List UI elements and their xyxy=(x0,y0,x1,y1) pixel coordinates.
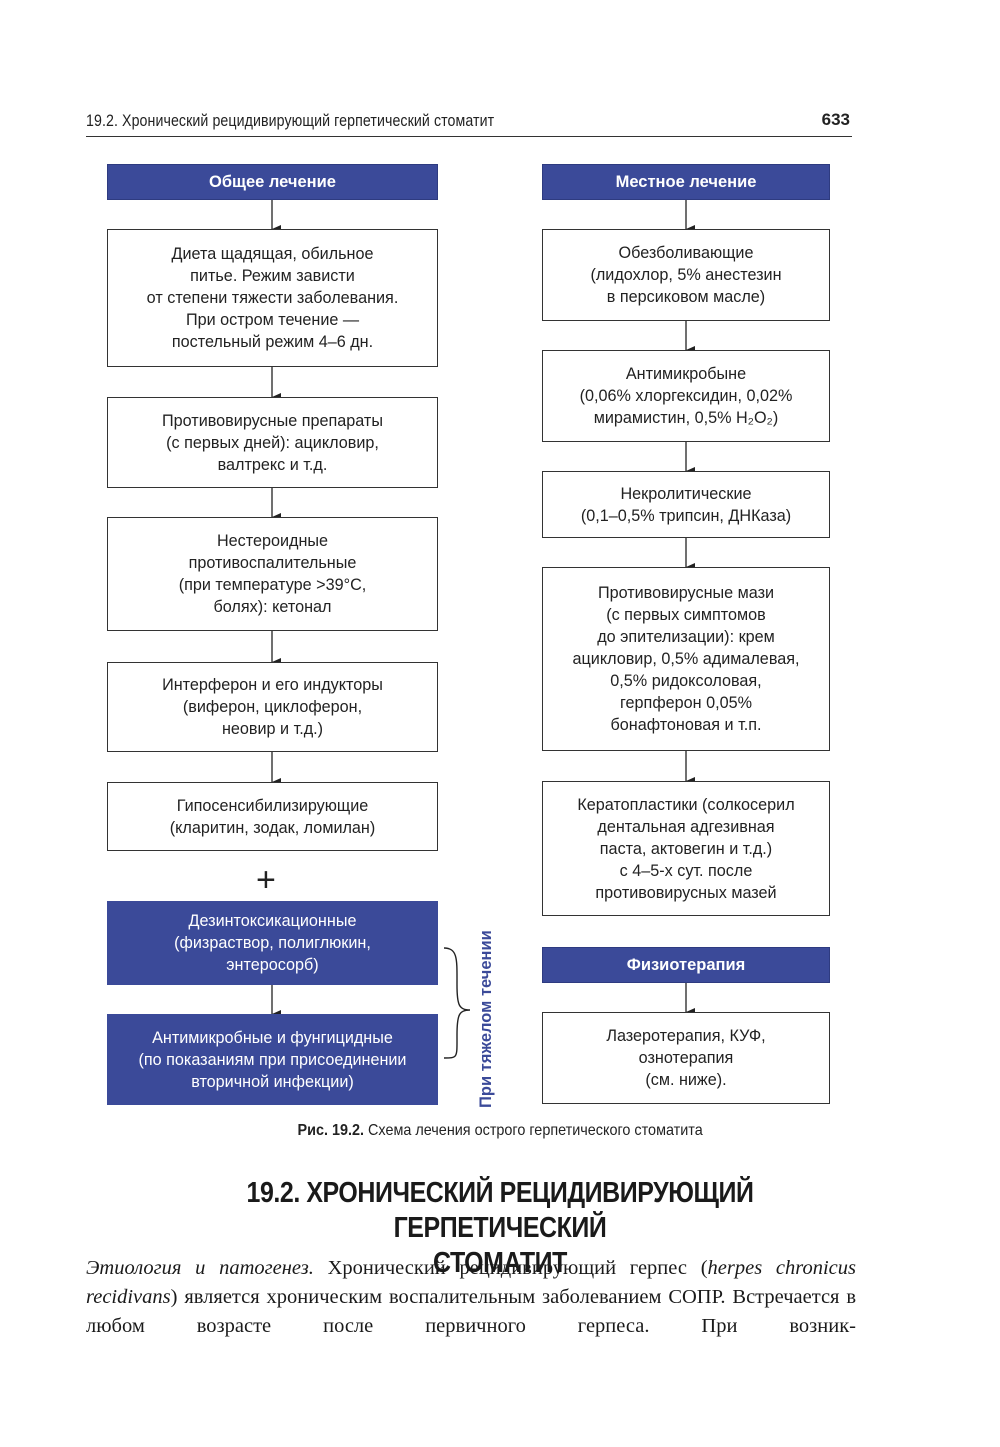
nsaid-line-2: противоспалительные xyxy=(188,554,357,572)
page-number: 633 xyxy=(821,110,850,129)
latin-term: herpes chronicus recidivans xyxy=(86,1257,856,1308)
keratoplastics-line-1: Кератопластики (солкосерил xyxy=(577,795,795,814)
physiotherapy-box: Лазеротерапия, КУФ, ознотерапия (см. ниж… xyxy=(542,1012,830,1104)
running-head: 19.2. Хронический рецидивирующий герпети… xyxy=(86,110,852,137)
diet-line-2: питье. Режим зависти xyxy=(190,267,355,285)
interferon-line-2: (виферон, циклоферон, xyxy=(182,698,363,716)
antimicrobial-line-3: мирамистин, 0,5% H₂O₂) xyxy=(593,409,779,427)
keratoplastics-line-4: с 4–5-х сут. после xyxy=(619,861,753,880)
paragraph-text-1: Хронический рецидивирующий герпес ( xyxy=(313,1257,708,1279)
ointments-line-1: Противовирусные мази xyxy=(597,584,775,602)
physio-line-1: Лазеротерапия, КУФ, xyxy=(606,1027,766,1045)
ointments-line-2: (с первых симптомов xyxy=(606,606,766,624)
necrolytic-line-2: (0,1–0,5% трипсин, ДНКаза) xyxy=(580,506,792,525)
analgesics-line-1: Обезболивающие xyxy=(618,244,754,262)
plus-sign: + xyxy=(256,861,276,899)
antimicrobial-box: Антимикробыне (0,06% хлоргексидин, 0,02%… xyxy=(542,350,830,442)
detox-line-2: (физраствор, полиглюкин, xyxy=(174,934,371,952)
interferon-line-1: Интерферон и его индукторы xyxy=(162,676,383,694)
curly-brace xyxy=(443,947,471,1059)
diet-line-1: Диета щадящая, обильное xyxy=(171,245,374,263)
body-paragraph: Этиология и патогенез. Хронический рецид… xyxy=(86,1254,856,1341)
diet-box: Диета щадящая, обильное питье. Режим зав… xyxy=(107,229,438,367)
antimicrobial-antifungal-box: Антимикробные и фунгицидные (по показани… xyxy=(107,1014,438,1105)
antiviral-ointments-box: Противовирусные мази (с первых симптомов… xyxy=(542,567,830,751)
necrolytic-line-1: Некролитические xyxy=(620,484,752,503)
analgesics-box: Обезболивающие (лидохлор, 5% анестезин в… xyxy=(542,229,830,321)
nsaid-box: Нестероидные противоспалительные (при те… xyxy=(107,517,438,631)
severe-course-label: При тяжелом течении xyxy=(477,930,495,1108)
diet-line-3: от степени тяжести заболевания. xyxy=(146,289,399,307)
analgesics-line-3: в персиковом масле) xyxy=(606,288,766,306)
detox-line-1: Дезинтоксикационные xyxy=(188,912,357,930)
ointments-line-3: до эпителизации): крем xyxy=(597,628,775,646)
analgesics-line-2: (лидохлор, 5% анестезин xyxy=(590,266,782,284)
figure-caption-label: Рис. 19.2. xyxy=(297,1122,364,1139)
keratoplastics-line-2: дентальная адгезивная xyxy=(597,817,775,836)
physio-line-3: (см. ниже). xyxy=(645,1071,727,1089)
keratoplastics-box: Кератопластики (солкосерил дентальная ад… xyxy=(542,781,830,916)
ointments-line-5: 0,5% ридоксоловая, xyxy=(610,672,762,690)
antifungal-line-1: Антимикробные и фунгицидные xyxy=(152,1028,393,1047)
paragraph-text-2: ) является хроническим воспалительным за… xyxy=(86,1286,856,1337)
antiviral-line-1: Противовирусные препараты xyxy=(162,411,383,430)
ointments-line-7: бонафтоновая и т.п. xyxy=(610,716,762,734)
detox-line-3: энтеросорб) xyxy=(226,956,319,974)
running-title: 19.2. Хронический рецидивирующий герпети… xyxy=(86,112,495,130)
physiotherapy-header: Физиотерапия xyxy=(542,947,830,983)
antifungal-line-2: (по показаниям при присоединении xyxy=(138,1050,407,1069)
nsaid-line-4: болях): кетонал xyxy=(213,598,332,616)
section-heading-line-1: 19.2. ХРОНИЧЕСКИЙ РЕЦИДИВИРУЮЩИЙ ГЕРПЕТИ… xyxy=(246,1177,754,1244)
section-heading: 19.2. ХРОНИЧЕСКИЙ РЕЦИДИВИРУЮЩИЙ ГЕРПЕТИ… xyxy=(100,1176,900,1281)
diet-line-4: При остром течение — xyxy=(185,311,360,329)
general-treatment-header: Общее лечение xyxy=(107,164,438,200)
antimicrobial-line-2: (0,06% хлоргексидин, 0,02% xyxy=(579,387,793,405)
keratoplastics-line-3: паста, актовегин и т.д.) xyxy=(599,839,773,858)
figure-caption-text: Схема лечения острого герпетического сто… xyxy=(363,1122,703,1139)
etiology-lead: Этиология и патогенез. xyxy=(86,1257,314,1279)
hyposensitizing-line-2: (кларитин, зодак, ломилан) xyxy=(169,818,376,837)
local-treatment-header: Местное лечение xyxy=(542,164,830,200)
physio-line-2: ознотерапия xyxy=(638,1049,734,1067)
hyposensitizing-line-1: Гипосенсибилизирующие xyxy=(176,796,369,815)
antifungal-line-3: вторичной инфекции) xyxy=(191,1072,354,1091)
ointments-line-6: герпферон 0,05% xyxy=(620,694,752,712)
interferon-line-3: неовир и т.д.) xyxy=(221,720,324,738)
nsaid-line-3: (при температуре >39°C, xyxy=(178,576,367,594)
antiviral-drugs-box: Противовирусные препараты (с первых дней… xyxy=(107,397,438,488)
diet-line-5: постельный режим 4–6 дн. xyxy=(171,333,374,351)
section-heading-line-2: СТОМАТИТ xyxy=(433,1247,567,1279)
antiviral-line-2: (с первых дней): ацикловир, xyxy=(166,433,379,452)
interferon-box: Интерферон и его индукторы (виферон, цик… xyxy=(107,662,438,752)
figure-caption: Рис. 19.2. Схема лечения острого герпети… xyxy=(0,1122,1000,1140)
necrolytic-box: Некролитические (0,1–0,5% трипсин, ДНКаз… xyxy=(542,471,830,538)
nsaid-line-1: Нестероидные xyxy=(216,532,329,550)
hyposensitizing-box: Гипосенсибилизирующие (кларитин, зодак, … xyxy=(107,782,438,851)
antimicrobial-line-1: Антимикробыне xyxy=(625,365,747,383)
keratoplastics-line-5: противовирусных мазей xyxy=(595,883,777,902)
ointments-line-4: ацикловир, 0,5% адималевая, xyxy=(572,650,800,668)
detox-box: Дезинтоксикационные (физраствор, полиглю… xyxy=(107,901,438,985)
antiviral-line-3: валтрекс и т.д. xyxy=(217,455,328,474)
